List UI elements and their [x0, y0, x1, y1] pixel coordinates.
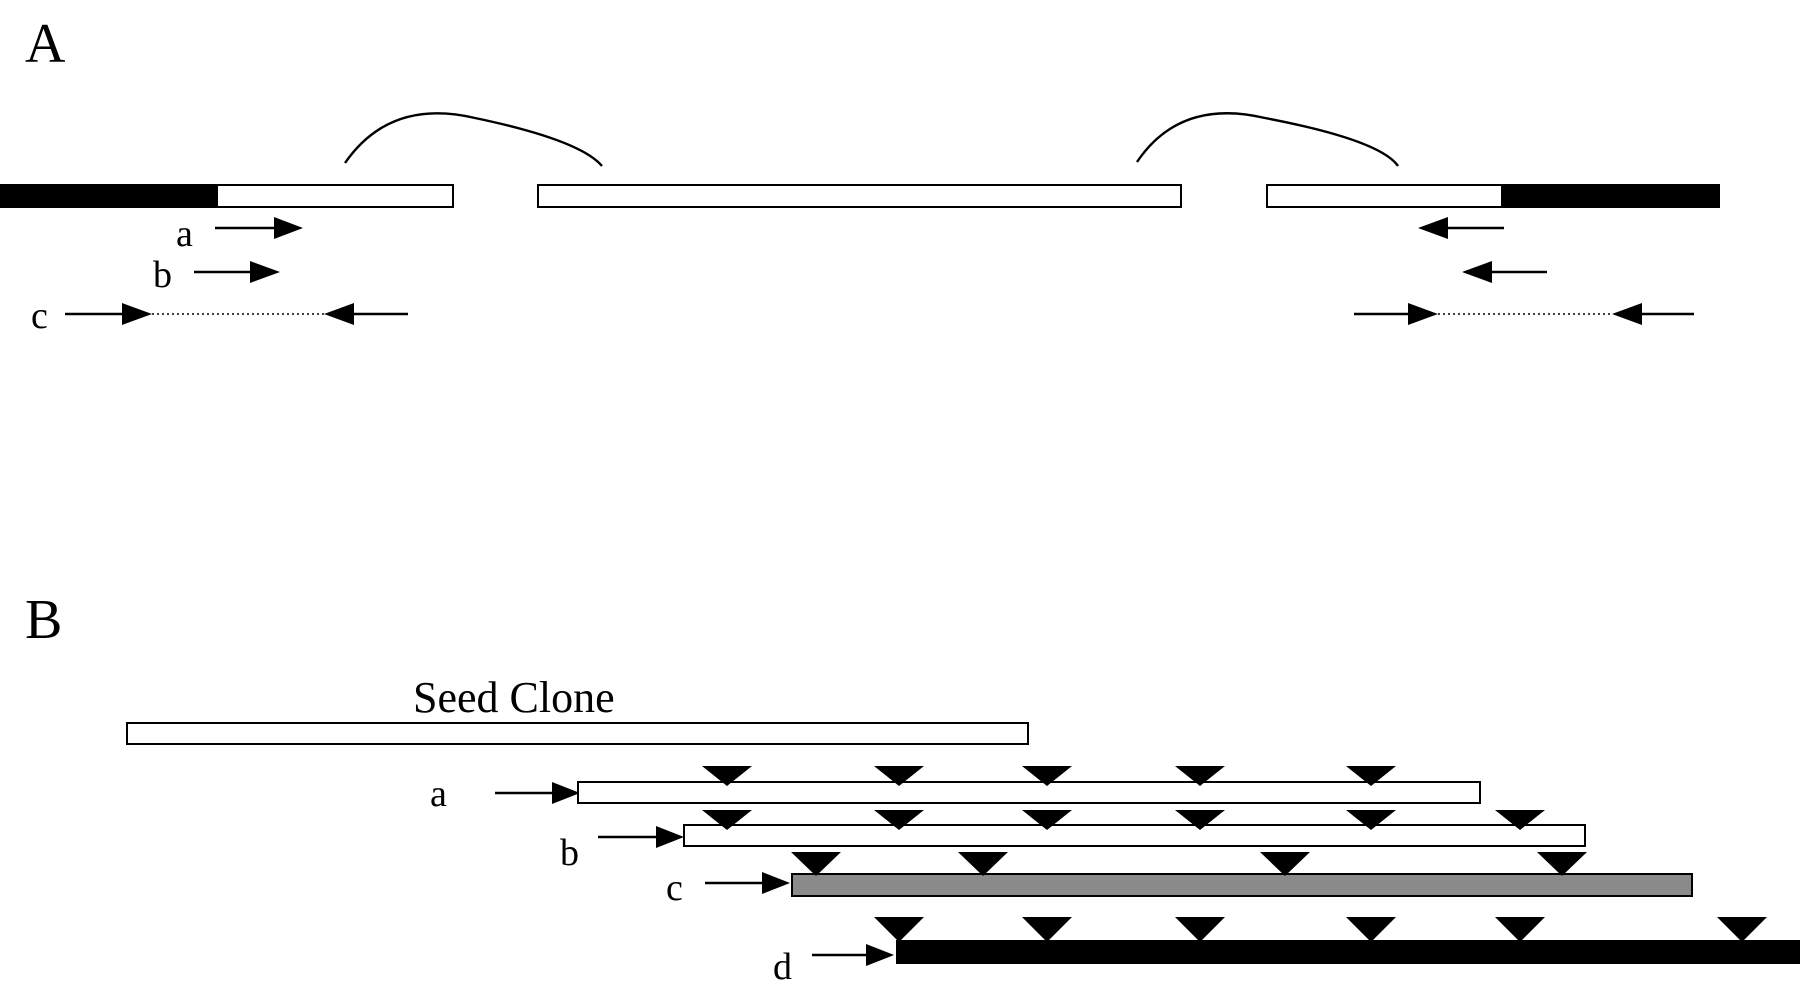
clone-bar-a: [577, 781, 1481, 804]
insertion-marker: [874, 810, 924, 830]
insertion-marker: [1175, 917, 1225, 942]
insertion-marker: [1346, 917, 1396, 942]
clone-bar-b: [683, 824, 1586, 847]
exon-bar-3: [1266, 184, 1503, 208]
primer-arrow-b-reverse: [1462, 261, 1547, 283]
insertion-marker: [874, 917, 924, 942]
insertion-marker: [1537, 852, 1587, 876]
insertion-marker: [702, 810, 752, 830]
insertion-marker: [1495, 917, 1545, 942]
primer-pair-c-left: [65, 303, 408, 325]
seed-clone-bar: [126, 722, 1029, 745]
primer-label-b: b: [153, 254, 172, 296]
primer-arrow-a-forward: [215, 217, 303, 239]
clone-label-d: d: [773, 946, 792, 986]
insertion-marker: [1175, 766, 1225, 786]
clone-label-b: b: [560, 832, 579, 874]
clone-a-markers: [702, 766, 1396, 786]
primer-pair-c-right: [1354, 303, 1694, 325]
splice-arc-left: [344, 112, 603, 167]
clone-b-arrow: [598, 826, 684, 848]
primer-label-a: a: [176, 213, 193, 255]
splice-arc-right: [1136, 112, 1399, 167]
primer-arrow-b-forward: [194, 261, 280, 283]
insertion-marker: [1022, 917, 1072, 942]
clone-bar-d: [896, 940, 1800, 964]
panel-b-label: B: [25, 589, 62, 651]
insertion-marker: [791, 852, 841, 876]
exon-bar-2: [537, 184, 1182, 208]
clone-label-a: a: [430, 773, 447, 815]
clone-d-arrow: [812, 944, 894, 966]
insertion-marker: [1495, 810, 1545, 830]
primer-label-c: c: [31, 295, 48, 337]
clone-d-markers: [874, 917, 1767, 942]
insertion-marker: [1717, 917, 1767, 942]
insertion-marker: [1260, 852, 1310, 876]
seed-clone-label: Seed Clone: [413, 673, 615, 722]
clone-c-markers: [791, 852, 1587, 876]
panel-a-label: A: [25, 13, 66, 75]
insertion-marker: [1346, 766, 1396, 786]
insertion-marker: [1175, 810, 1225, 830]
insertion-marker: [958, 852, 1008, 876]
flanking-bar-left: [0, 184, 217, 208]
insertion-marker: [1022, 766, 1072, 786]
insertion-marker: [1022, 810, 1072, 830]
insertion-marker: [702, 766, 752, 786]
flanking-bar-right: [1502, 184, 1720, 208]
clone-c-arrow: [705, 872, 790, 894]
primer-arrow-a-reverse: [1418, 217, 1504, 239]
insertion-marker: [1346, 810, 1396, 830]
clone-label-c: c: [666, 867, 683, 909]
clone-b-markers: [702, 810, 1545, 830]
insertion-marker: [874, 766, 924, 786]
exon-bar-1: [216, 184, 454, 208]
clone-bar-c: [791, 873, 1693, 897]
clone-a-arrow: [495, 782, 580, 804]
